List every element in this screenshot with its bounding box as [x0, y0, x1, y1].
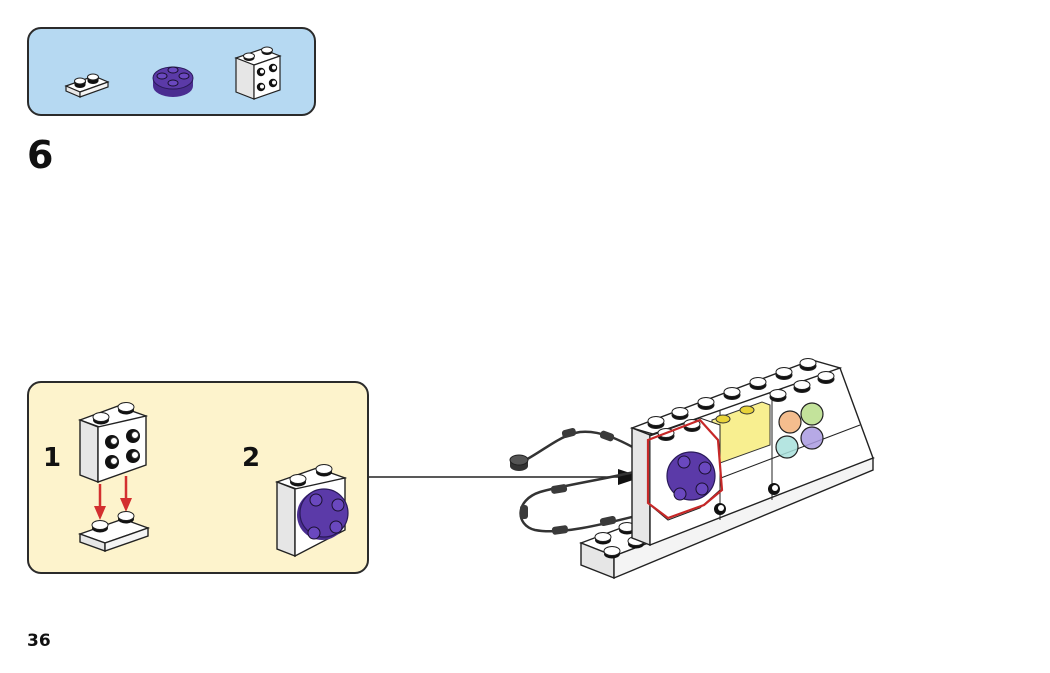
step-number: 6	[27, 133, 54, 177]
cable-segments	[520, 427, 617, 535]
trans-yellow-brick	[711, 401, 771, 464]
new-part-highlight	[646, 417, 724, 521]
substep-2-assembly-icon	[274, 464, 349, 558]
white-plate-1x2-icon	[64, 73, 110, 98]
page-number: 36	[27, 631, 51, 651]
white-brick-side-studs-icon	[234, 46, 282, 100]
purple-round-plate-icon	[152, 66, 194, 97]
substep-1-plate-icon	[77, 511, 151, 552]
callout-pointer-arrow	[369, 469, 642, 485]
sub-assembly-illustration	[77, 402, 349, 558]
substep-2-label: 2	[242, 443, 261, 473]
trans-round-tiles	[775, 402, 824, 459]
substep-1-label: 1	[43, 443, 62, 473]
parts-list-illustration	[64, 46, 282, 100]
cable-end-stud	[509, 454, 529, 471]
main-model-illustration	[369, 358, 876, 580]
top-studs	[647, 358, 835, 429]
substep-1-brick-icon	[77, 402, 149, 484]
red-callout-outline	[646, 418, 724, 520]
substep-1-arrows	[94, 476, 132, 520]
